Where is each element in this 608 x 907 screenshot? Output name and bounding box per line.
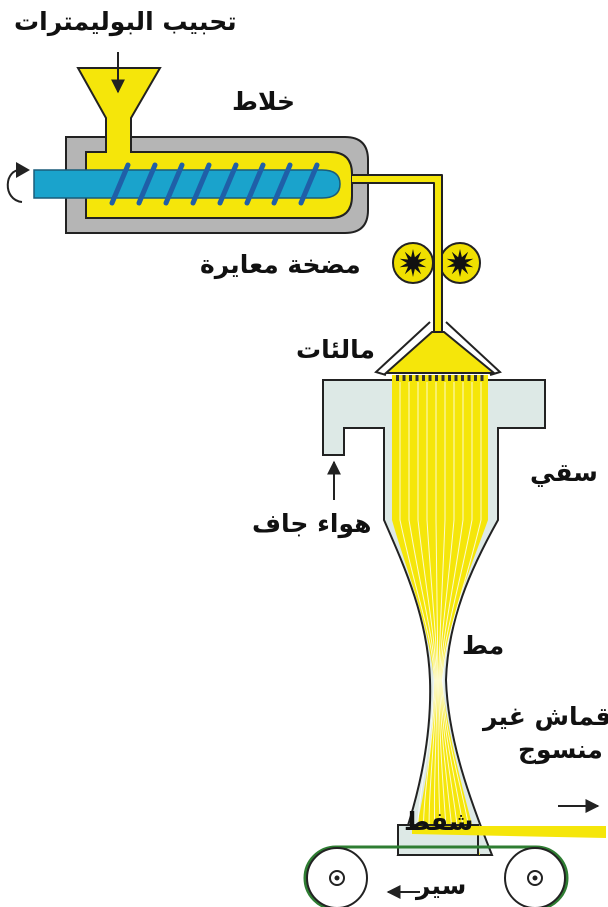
nozzle bbox=[474, 375, 477, 381]
nozzle bbox=[461, 375, 464, 381]
nozzle bbox=[441, 375, 445, 381]
label-mixer: خلاط bbox=[232, 87, 295, 116]
belt-loop bbox=[303, 845, 569, 907]
nozzle bbox=[422, 375, 425, 381]
rotation-arrowhead-icon bbox=[16, 162, 30, 178]
screw-flight bbox=[271, 162, 293, 206]
conveyor-belt bbox=[303, 845, 569, 907]
nozzle bbox=[409, 375, 412, 381]
gear-star-icon bbox=[399, 249, 427, 277]
nozzle bbox=[428, 375, 432, 381]
fiber-strands bbox=[399, 382, 482, 853]
nonwoven-web bbox=[412, 826, 606, 838]
label-drawing: مط bbox=[462, 631, 505, 660]
roller-hub-icon bbox=[527, 870, 543, 886]
spinneret-air-left bbox=[374, 321, 431, 376]
label-pellets: تحبيب البوليمترات bbox=[14, 7, 237, 36]
nozzle bbox=[396, 375, 399, 381]
nozzle bbox=[435, 375, 438, 381]
fiber-strand bbox=[438, 382, 449, 853]
extruder bbox=[6, 135, 369, 234]
nozzle bbox=[402, 375, 406, 381]
screw-flight bbox=[298, 162, 320, 206]
label-quench: سقي bbox=[530, 458, 598, 487]
fiber-curtain bbox=[392, 375, 488, 855]
fiber-strand bbox=[399, 382, 435, 853]
label-nonwoven-1: قماش غير bbox=[483, 702, 608, 731]
pump-passthrough bbox=[434, 245, 442, 285]
extruder-screw-shaft bbox=[33, 169, 341, 199]
spinneret-nozzles bbox=[396, 375, 484, 381]
fiber-strand bbox=[439, 382, 455, 853]
label-belt: سير bbox=[416, 871, 467, 900]
fiber-strand bbox=[435, 382, 443, 853]
screw-flight bbox=[217, 162, 239, 206]
fiber-strand bbox=[441, 382, 473, 853]
screw-flight bbox=[190, 162, 212, 206]
nozzle bbox=[467, 375, 471, 381]
label-spinnerets: مالئات bbox=[296, 335, 375, 364]
nozzle bbox=[415, 375, 419, 381]
screw-flight bbox=[244, 162, 266, 206]
spinneret-air-right bbox=[445, 321, 502, 376]
screw-flight bbox=[109, 162, 131, 206]
fiber-strand bbox=[408, 382, 436, 853]
nozzle bbox=[454, 375, 458, 381]
nozzle bbox=[448, 375, 451, 381]
fiber-strand bbox=[426, 382, 438, 853]
nozzle bbox=[480, 375, 484, 381]
screw-flight bbox=[163, 162, 185, 206]
fiber-strand bbox=[440, 382, 464, 853]
label-dry-air: هواء جاف bbox=[252, 509, 372, 538]
metering-pump bbox=[392, 242, 481, 284]
label-nonwoven-2: منسوج bbox=[518, 735, 603, 764]
roller-hub-icon bbox=[329, 870, 345, 886]
label-suction: شفط bbox=[404, 807, 474, 836]
spinneret bbox=[374, 321, 502, 376]
label-metering-pump: مضخة معايرة bbox=[200, 250, 361, 279]
screw-flights bbox=[109, 162, 320, 206]
fiber-strand bbox=[442, 382, 482, 853]
hopper-neck-fill bbox=[107, 135, 130, 155]
fiber-strand bbox=[417, 382, 437, 853]
screw-flight bbox=[136, 162, 158, 206]
gear-star-icon bbox=[446, 249, 474, 277]
